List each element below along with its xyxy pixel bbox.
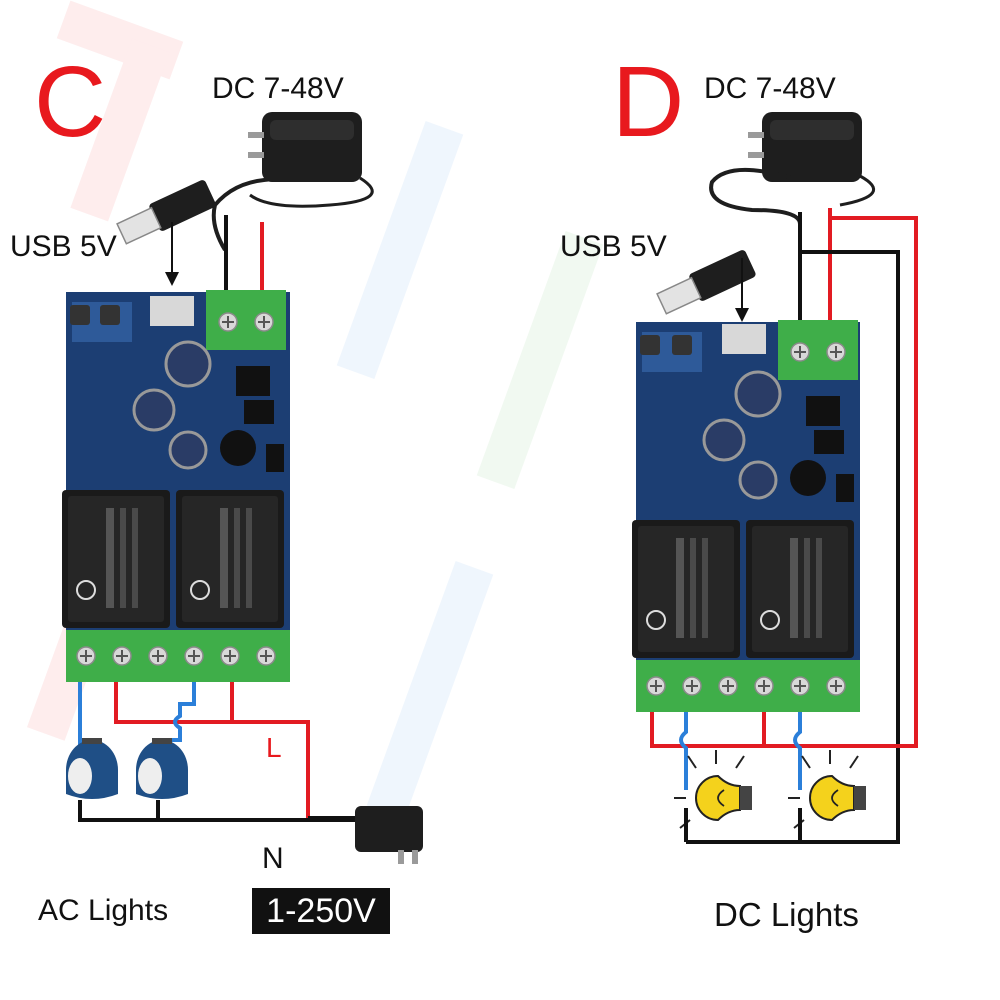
panel-d-lights-label: DC Lights <box>714 896 859 933</box>
panel-c-neutral-label: N <box>262 842 284 875</box>
panel-d-dc-label: DC 7-48V <box>704 72 836 105</box>
relay-icon <box>745 519 855 659</box>
adapter-cable <box>709 168 802 225</box>
relay-board-icon <box>61 290 290 682</box>
panel-c <box>61 112 423 864</box>
bulb2-wire <box>793 712 802 790</box>
panel-d-letter: D <box>612 46 685 158</box>
usb-plug-icon <box>116 178 218 245</box>
supply-wire <box>650 216 918 748</box>
panel-c-voltage-label: 1-250V <box>252 888 390 934</box>
live-wire <box>114 682 310 818</box>
relay-icon <box>631 519 741 659</box>
panel-c-line-label: L <box>266 732 282 763</box>
relay-icon <box>61 489 171 629</box>
return-wire <box>686 250 900 844</box>
neutral-wire <box>78 800 360 822</box>
relay-board-icon <box>631 320 860 712</box>
panel-c-lights-label: AC Lights <box>38 894 169 927</box>
panel-c-usb-label: USB 5V <box>10 230 117 263</box>
relay-icon <box>175 489 285 629</box>
panel-d <box>631 112 918 844</box>
lamp2-wire <box>156 682 196 760</box>
panel-d-usb-label: USB 5V <box>560 230 667 263</box>
bulb1-wire <box>679 712 688 790</box>
panel-c-dc-label: DC 7-48V <box>212 72 344 105</box>
ac-plug-icon <box>355 806 423 864</box>
ac-lamp-icon <box>136 738 188 799</box>
panel-c-letter: C <box>34 46 107 158</box>
ac-lamp-icon <box>66 738 118 799</box>
dc-adapter-icon <box>248 112 362 182</box>
